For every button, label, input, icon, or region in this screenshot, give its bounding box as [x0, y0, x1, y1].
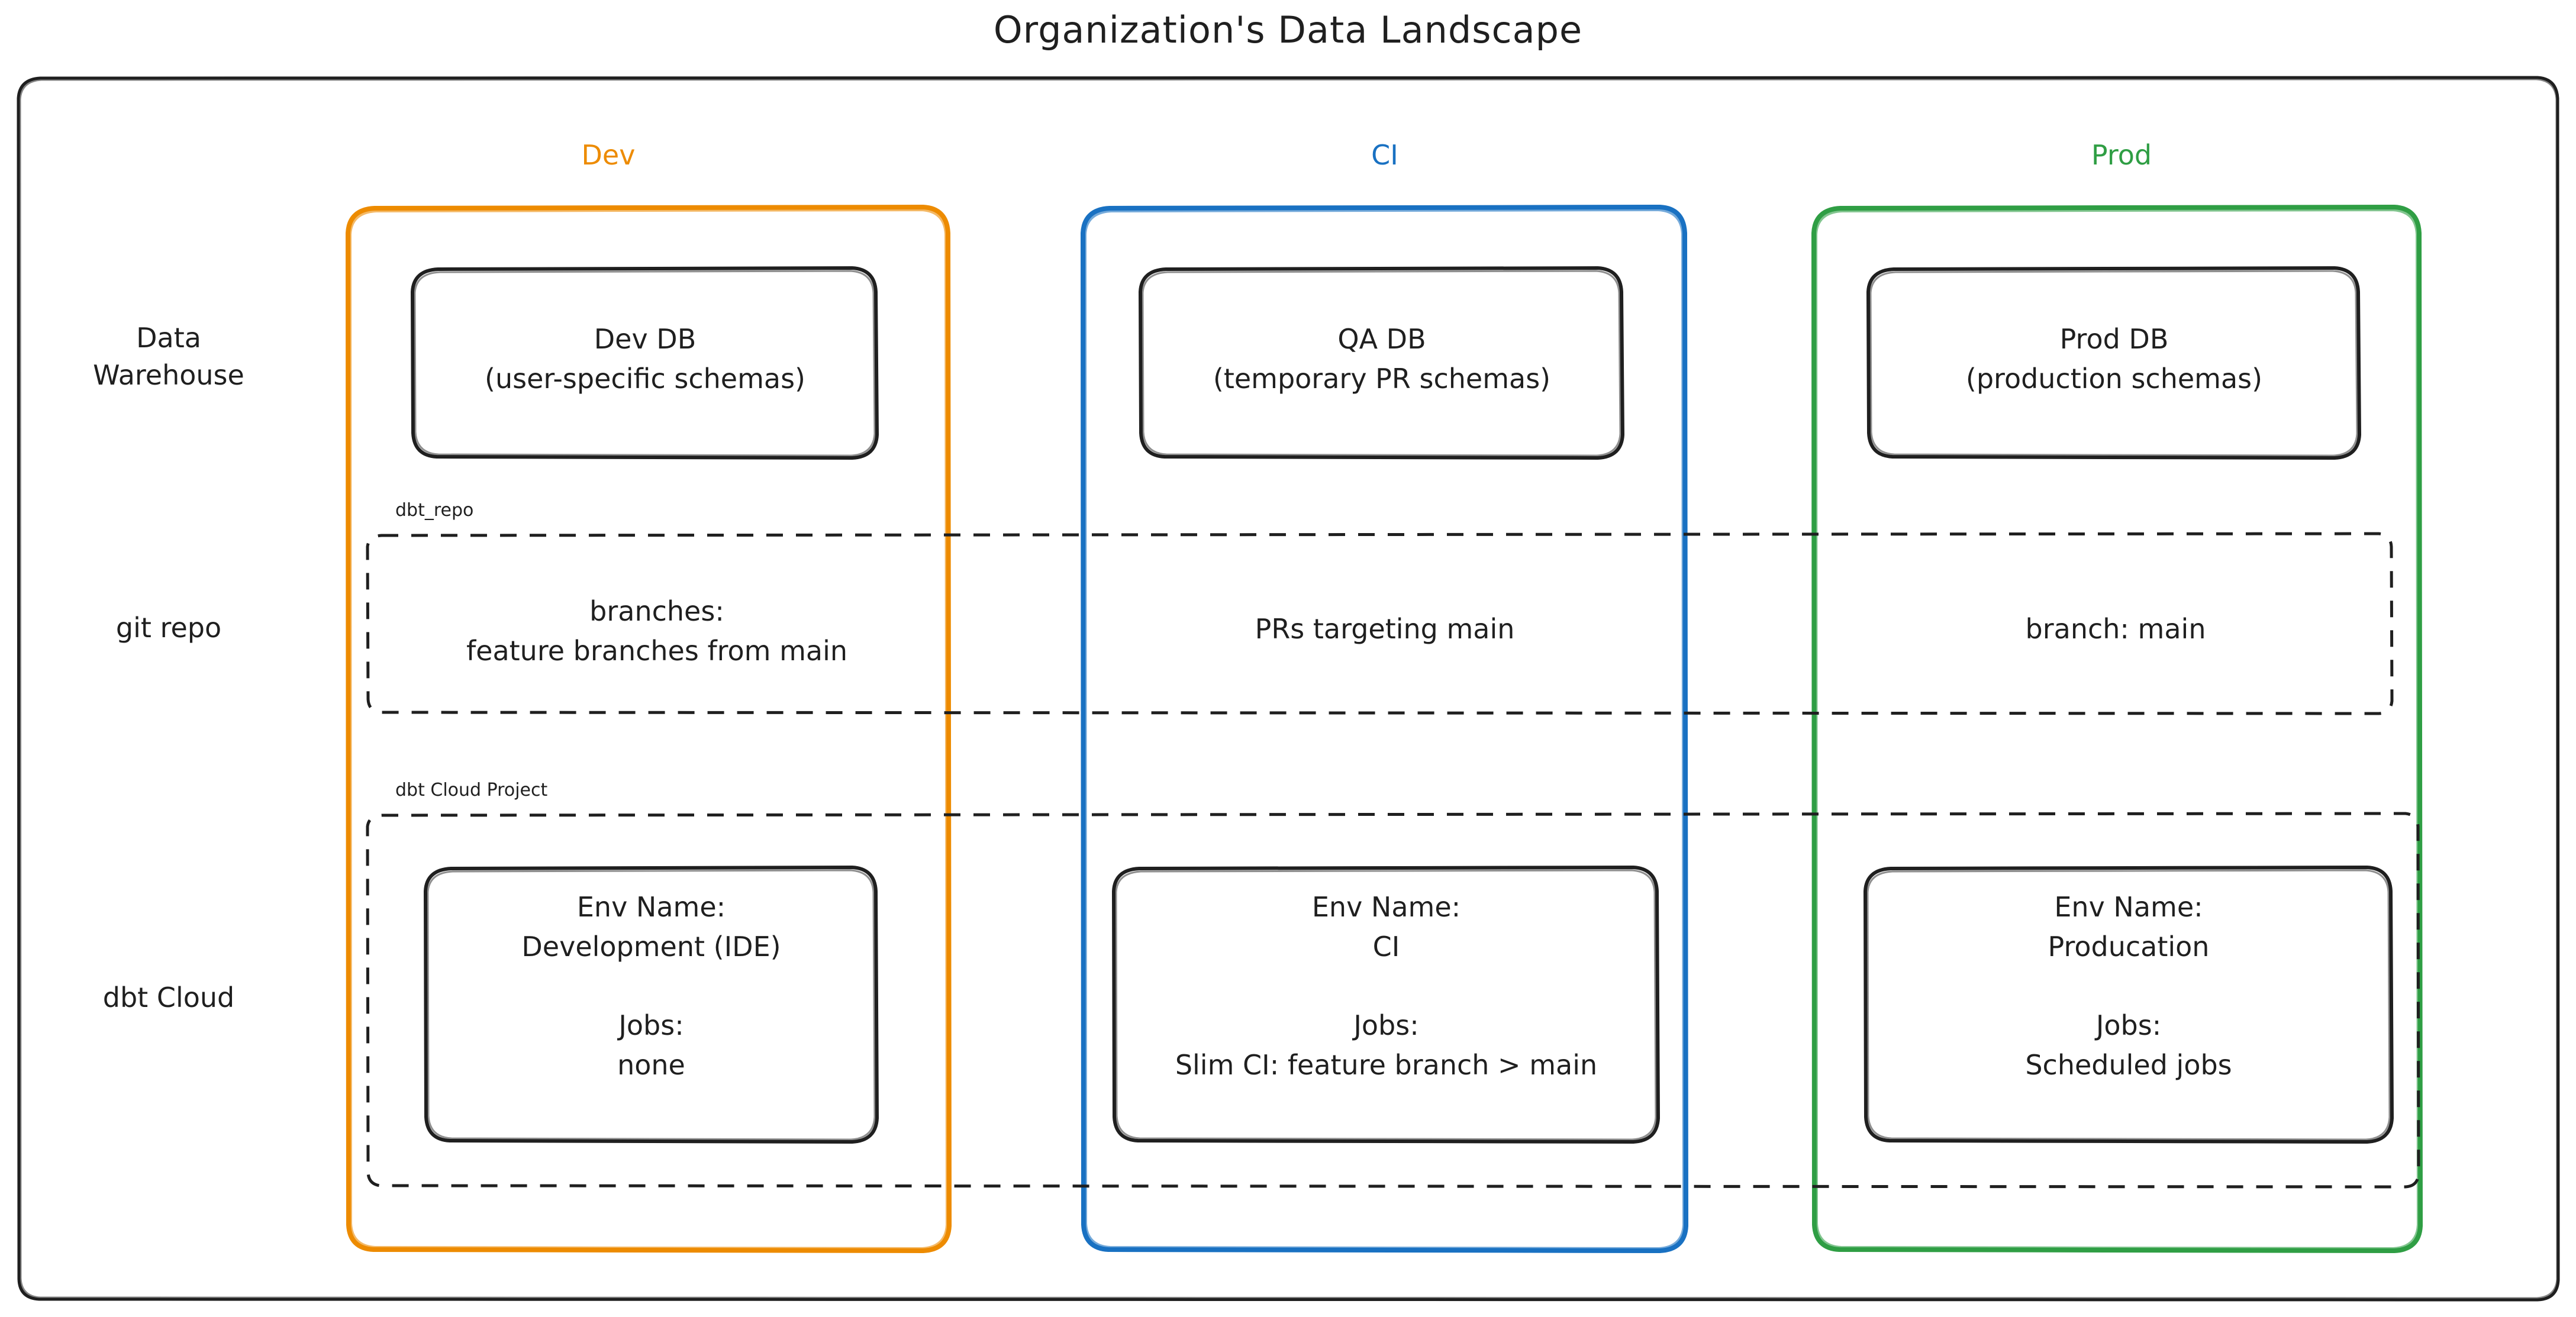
row-label-data-warehouse: Data Warehouse [93, 322, 244, 392]
node-dbtcloud-dev[interactable]: Env Name: Development (IDE) Jobs: none [521, 891, 781, 1081]
node-dbtcloud-prod[interactable]: Env Name: Producation Jobs: Scheduled jo… [2025, 891, 2232, 1081]
node-shape-dbtcloud-prod [1863, 865, 2394, 1144]
node-shape-dbtcloud-dev [423, 865, 879, 1144]
outer-frame [17, 76, 2560, 1302]
node-warehouse-ci[interactable]: QA DB (temporary PR schemas) [1213, 323, 1551, 395]
node-shape-dbtcloud-ci [1111, 865, 1661, 1144]
node-git-ci[interactable]: PRs targeting main [1255, 613, 1515, 645]
dbt-repo-cluster [366, 532, 2394, 715]
node-warehouse-dev[interactable]: Dev DB (user-specific schemas) [485, 323, 805, 395]
env-label-ci: CI [1371, 139, 1398, 171]
env-label-prod: Prod [2091, 139, 2152, 171]
node-git-dev[interactable]: branches: feature branches from main [466, 595, 848, 667]
dbt-cloud-project-cluster [366, 812, 2420, 1189]
prod-environment-container [1811, 204, 2423, 1254]
env-label-dev: Dev [581, 139, 636, 171]
node-shape-warehouse-dev [410, 266, 879, 460]
node-shape-warehouse-prod [1866, 266, 2362, 460]
cluster-title-dbt-repo: dbt_repo [395, 500, 474, 521]
node-git-prod[interactable]: branch: main [2025, 613, 2206, 645]
node-warehouse-prod[interactable]: Prod DB (production schemas) [1965, 323, 2263, 395]
node-shape-warehouse-ci [1138, 266, 1625, 460]
ci-environment-container [1080, 204, 1689, 1254]
page-title: Organization's Data Landscape [993, 8, 1583, 51]
cluster-title-dbt-cloud-project: dbt Cloud Project [395, 780, 548, 800]
row-label-git-repo: git repo [115, 612, 222, 644]
dev-environment-container [345, 204, 952, 1254]
node-dbtcloud-ci[interactable]: Env Name: CI Jobs: Slim CI: feature bran… [1175, 891, 1598, 1081]
row-label-dbt-cloud: dbt Cloud [102, 982, 235, 1013]
